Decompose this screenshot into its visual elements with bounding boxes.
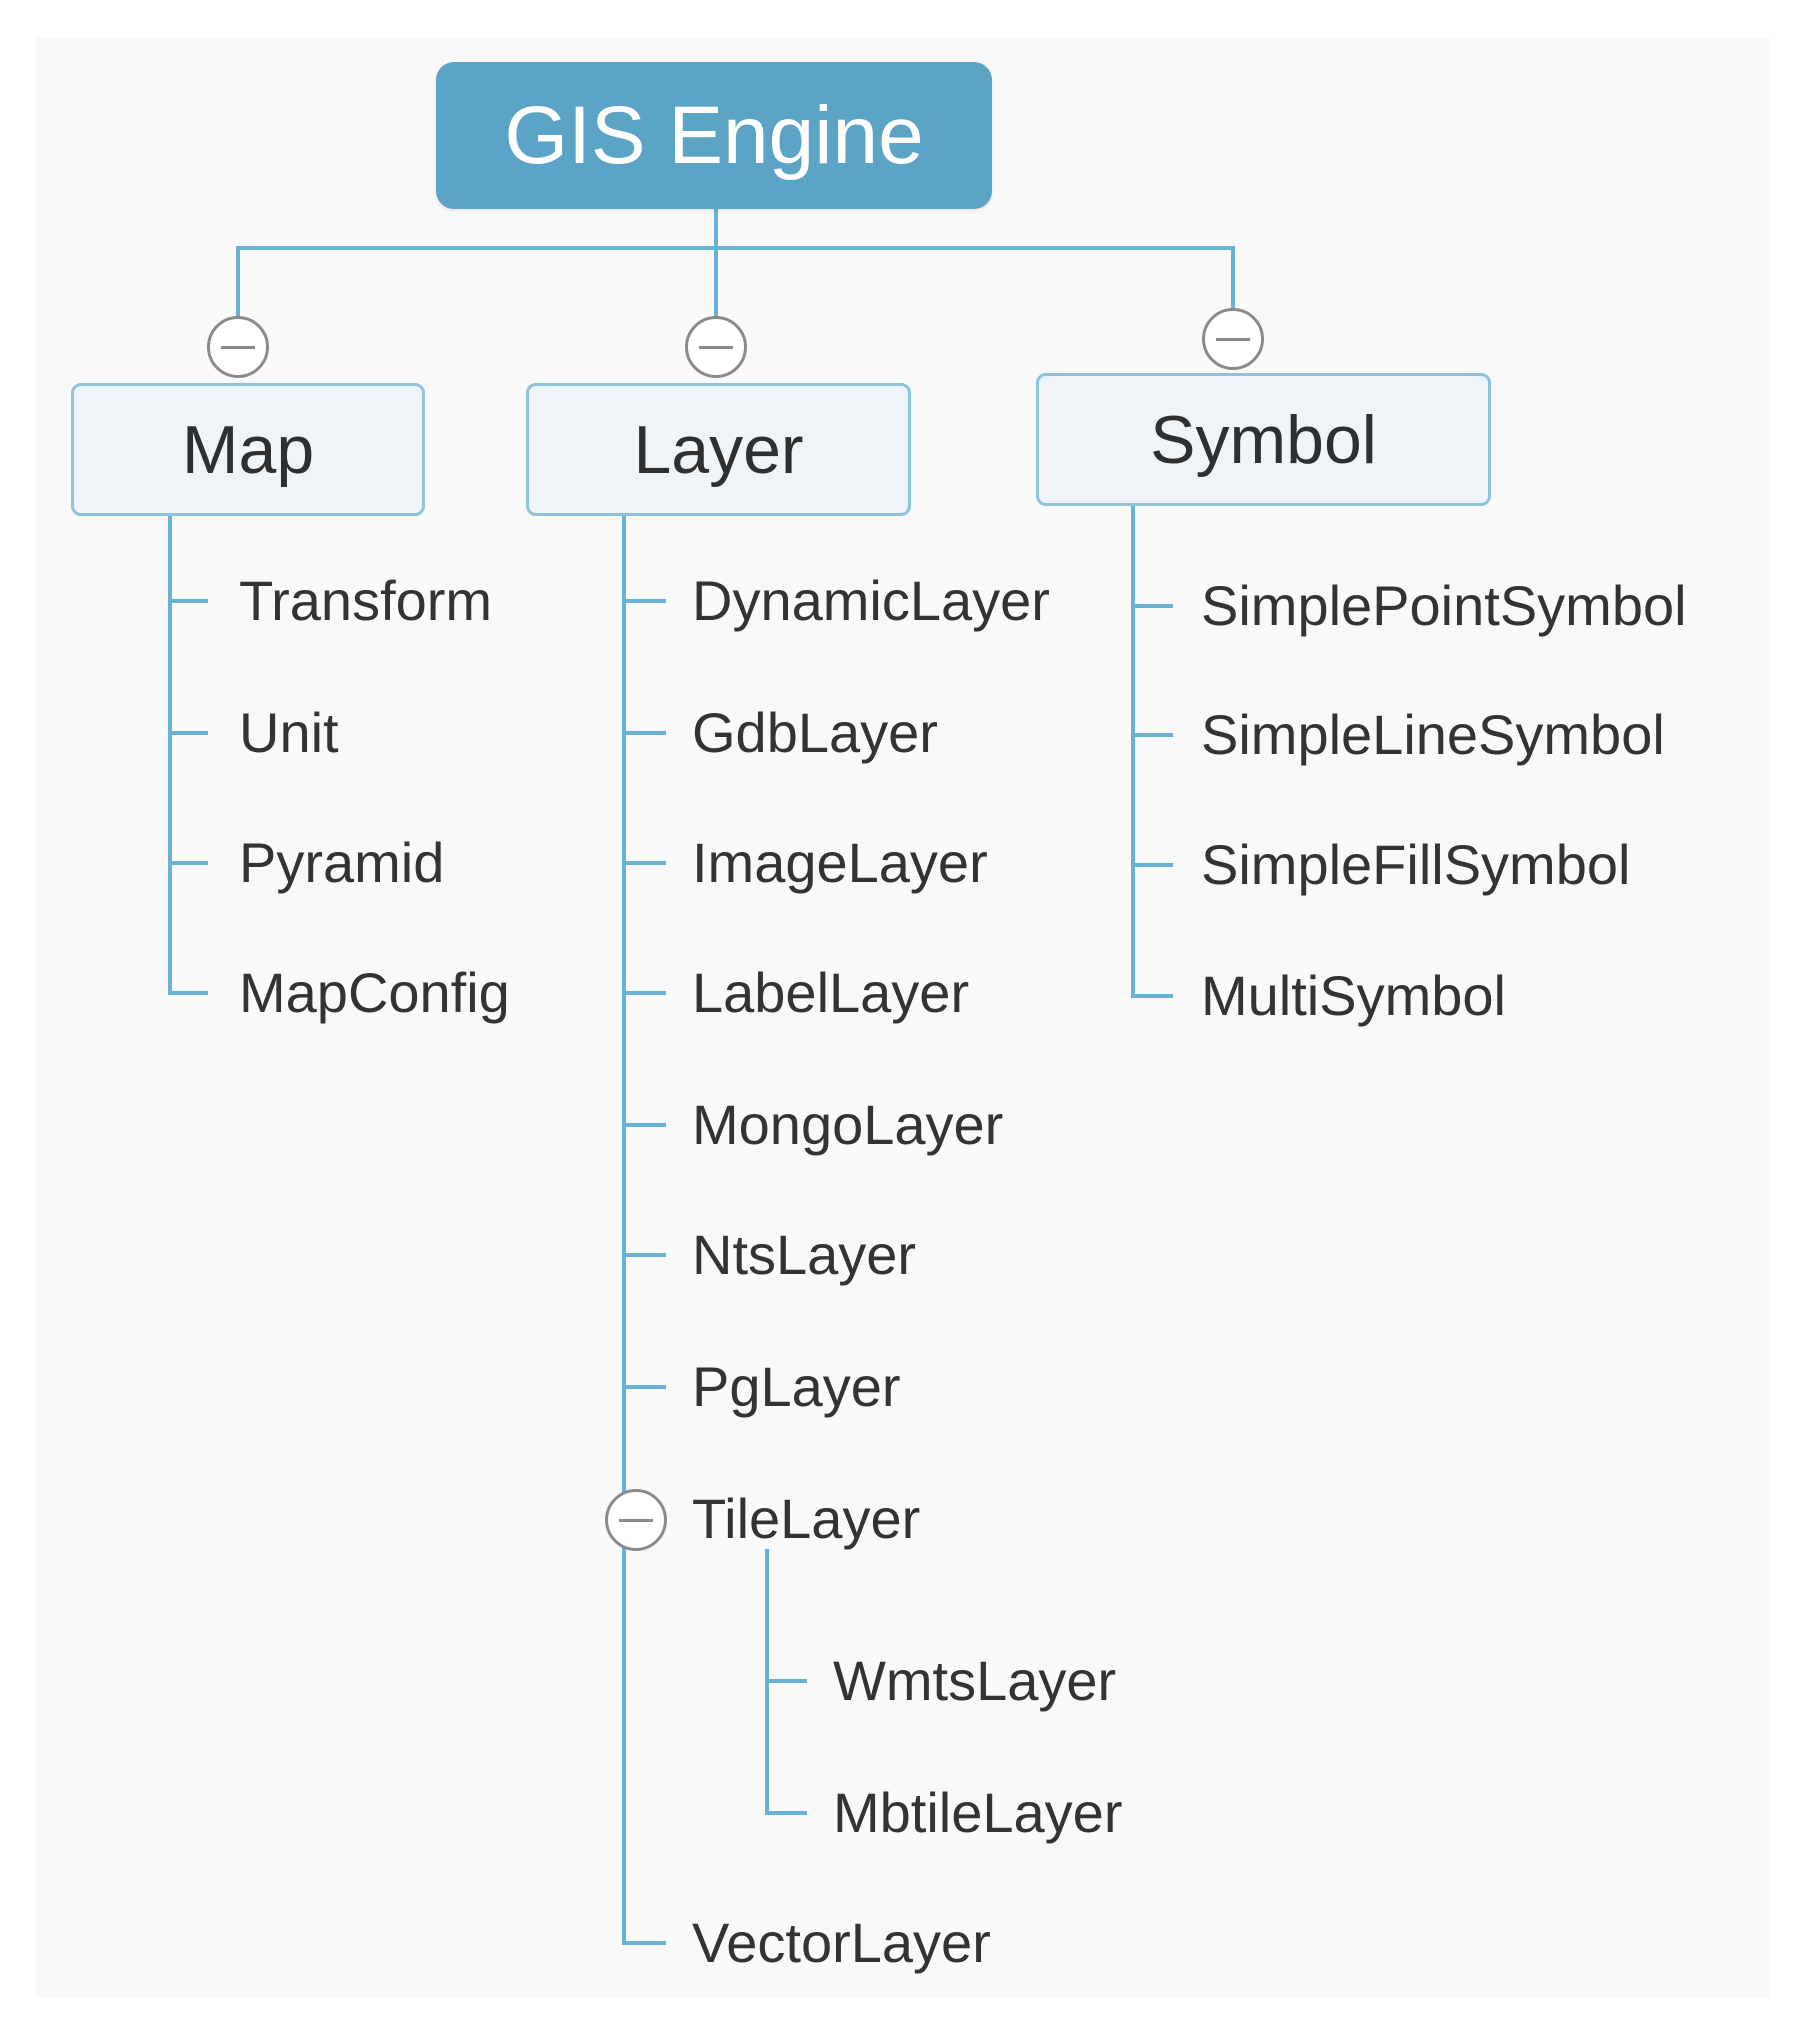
leaf-pglayer[interactable]: PgLayer <box>692 1355 901 1418</box>
branch-node-symbol[interactable]: Symbol <box>1036 373 1491 506</box>
branch-label: Map <box>181 411 315 488</box>
leaf-pyramid[interactable]: Pyramid <box>239 831 445 894</box>
leaf-dynamiclayer[interactable]: DynamicLayer <box>692 569 1050 632</box>
branch-node-map[interactable]: Map <box>71 383 425 516</box>
leaf-simplefillsymbol[interactable]: SimpleFillSymbol <box>1201 833 1631 896</box>
layer-children-line <box>622 500 666 1945</box>
symbol-children-line <box>1131 490 1173 998</box>
leaf-gdblayer[interactable]: GdbLayer <box>692 701 938 764</box>
leaf-tilelayer[interactable]: TileLayer <box>692 1487 921 1550</box>
branch-label: Symbol <box>1150 401 1377 478</box>
branch-bus-line <box>236 246 1235 338</box>
leaf-mbtilelayer[interactable]: MbtileLayer <box>833 1781 1123 1844</box>
leaf-imagelayer[interactable]: ImageLayer <box>692 831 988 894</box>
layer-collapse-toggle-icon[interactable] <box>685 316 747 378</box>
leaf-mongolayer[interactable]: MongoLayer <box>692 1093 1004 1156</box>
leaf-wmtslayer[interactable]: WmtsLayer <box>833 1649 1117 1712</box>
leaf-mapconfig[interactable]: MapConfig <box>239 961 510 1024</box>
symbol-collapse-toggle-icon[interactable] <box>1202 308 1264 370</box>
leaf-unit[interactable]: Unit <box>239 701 339 764</box>
branch-node-layer[interactable]: Layer <box>526 383 911 516</box>
map-collapse-toggle-icon[interactable] <box>207 316 269 378</box>
root-node[interactable]: GIS Engine <box>436 62 992 209</box>
leaf-transform[interactable]: Transform <box>239 569 493 632</box>
connector-lines <box>168 206 1235 1945</box>
leaf-multisymbol[interactable]: MultiSymbol <box>1201 964 1506 1027</box>
leaf-simplelinesymbol[interactable]: SimpleLineSymbol <box>1201 703 1665 766</box>
leaf-simplepointsymbol[interactable]: SimplePointSymbol <box>1201 574 1687 637</box>
branch-label: Layer <box>633 411 804 488</box>
leaf-ntslayer[interactable]: NtsLayer <box>692 1223 917 1286</box>
map-children-line <box>168 500 208 995</box>
leaf-vectorlayer[interactable]: VectorLayer <box>692 1911 991 1974</box>
tilelayer-collapse-toggle-icon[interactable] <box>605 1489 667 1551</box>
tilelayer-children-line <box>765 1549 807 1815</box>
mindmap-canvas: GIS Engine Map Layer Symbol Transform Un… <box>36 38 1770 1998</box>
leaf-labellayer[interactable]: LabelLayer <box>692 961 970 1024</box>
root-label: GIS Engine <box>504 89 924 181</box>
